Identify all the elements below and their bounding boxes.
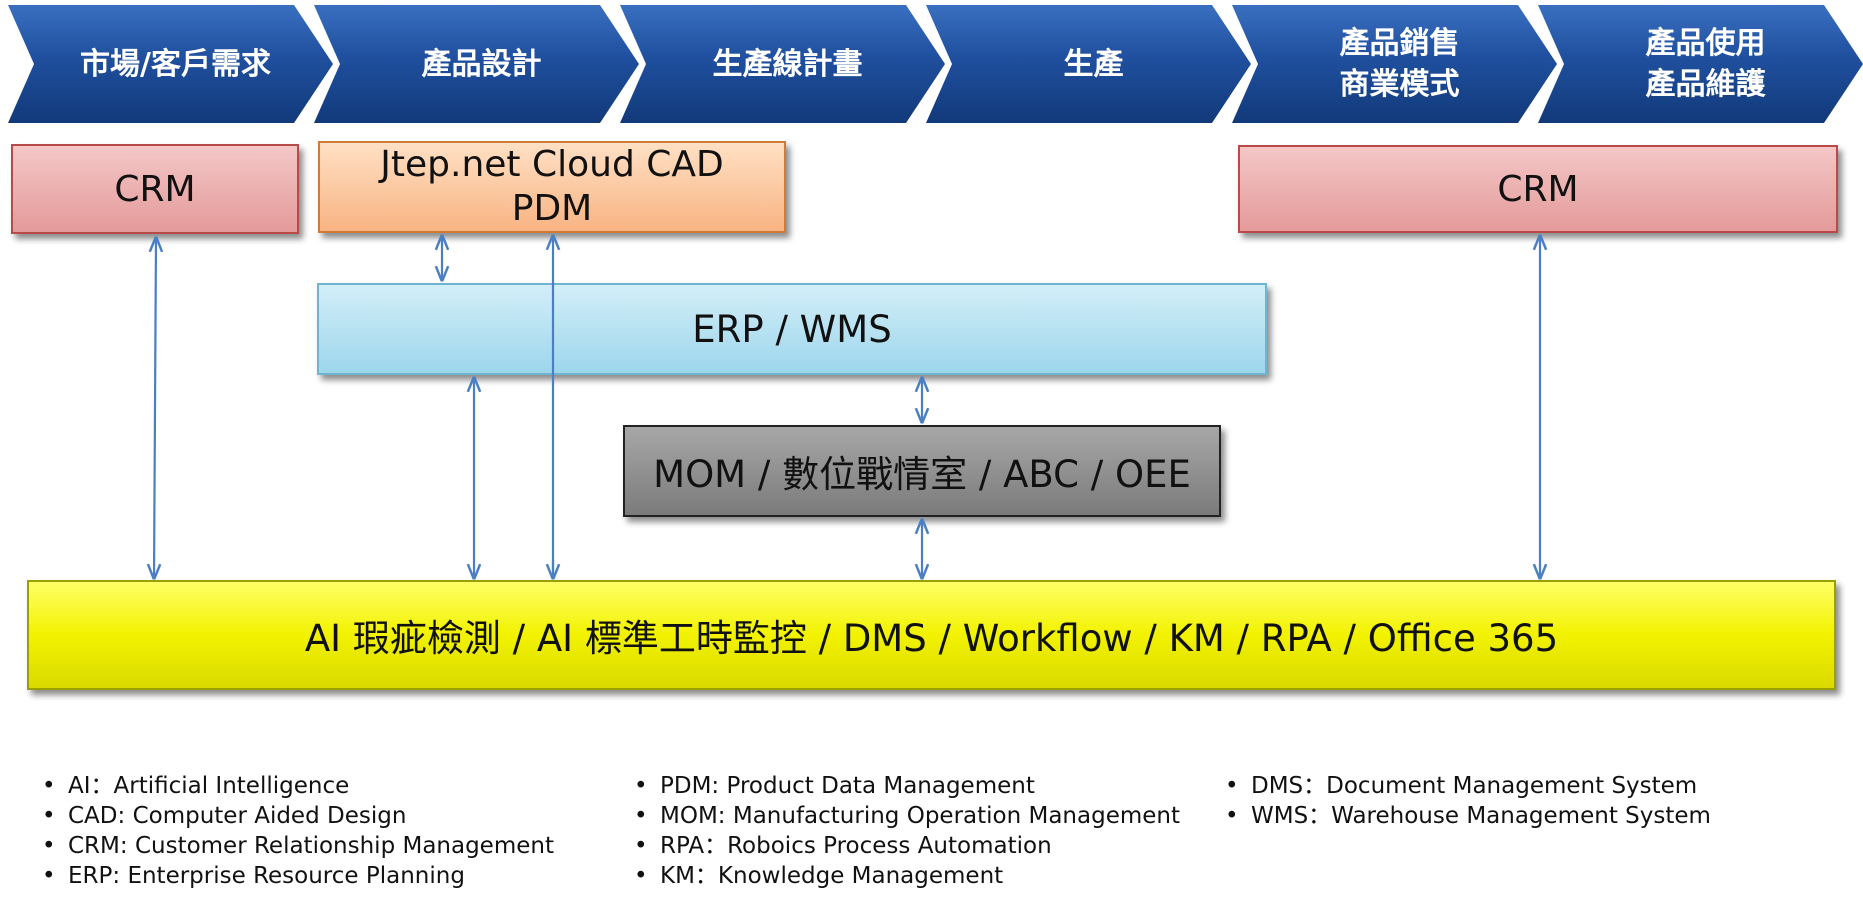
crm-right-label: CRM [1497, 168, 1579, 210]
legend-column-1: AI：Artificial Intelligence CAD: Computer… [40, 771, 554, 891]
stage-market-demand: 市場/客戶需求 [8, 5, 333, 123]
legend-item: CRM: Customer Relationship Management [40, 831, 554, 861]
crm-box-left: CRM [11, 144, 299, 234]
stage-label: 生產 [1063, 46, 1124, 82]
legend-item: WMS：Warehouse Management System [1223, 801, 1711, 831]
stage-label: 產品使用 產品維護 [1645, 26, 1766, 102]
crm-box-right: CRM [1238, 145, 1838, 233]
stage-line-planning: 生產線計畫 [620, 5, 945, 123]
ai-platform-box: AI 瑕疵檢測 / AI 標準工時監控 / DMS / Workflow / K… [27, 580, 1836, 690]
legend-column-2: PDM: Product Data Management MOM: Manufa… [632, 771, 1180, 891]
stage-label: 市場/客戶需求 [80, 46, 271, 82]
legend-item: KM：Knowledge Management [632, 861, 1180, 891]
legend-item: PDM: Product Data Management [632, 771, 1180, 801]
mom-box: MOM / 數位戰情室 / ABC / OEE [623, 425, 1221, 517]
mom-label: MOM / 數位戰情室 / ABC / OEE [653, 453, 1191, 496]
stage-label: 生產線計畫 [712, 46, 863, 82]
stage-sales-business-model: 產品銷售 商業模式 [1232, 5, 1557, 123]
legend-item: DMS：Document Management System [1223, 771, 1711, 801]
stage-label: 產品設計 [421, 46, 542, 82]
legend-item: CAD: Computer Aided Design [40, 801, 554, 831]
legend-column-3: DMS：Document Management System WMS：Wareh… [1223, 771, 1711, 831]
legend-item: RPA：Roboics Process Automation [632, 831, 1180, 861]
stage-product-design: 產品設計 [314, 5, 639, 123]
cad-pdm-label: Jtep.net Cloud CAD PDM [380, 144, 724, 229]
stage-usage-maintenance: 產品使用 產品維護 [1538, 5, 1863, 123]
crm-left-label: CRM [114, 168, 196, 210]
legend-item: ERP: Enterprise Resource Planning [40, 861, 554, 891]
legend-item: AI：Artificial Intelligence [40, 771, 554, 801]
cad-pdm-box: Jtep.net Cloud CAD PDM [318, 141, 786, 233]
stage-label: 產品銷售 商業模式 [1339, 26, 1460, 102]
legend-item: MOM: Manufacturing Operation Management [632, 801, 1180, 831]
erp-wms-box: ERP / WMS [317, 283, 1267, 375]
ai-platform-label: AI 瑕疵檢測 / AI 標準工時監控 / DMS / Workflow / K… [304, 617, 1559, 660]
stage-production: 生產 [926, 5, 1251, 123]
connector-crm-left-ai [154, 238, 156, 578]
erp-wms-label: ERP / WMS [692, 307, 892, 351]
